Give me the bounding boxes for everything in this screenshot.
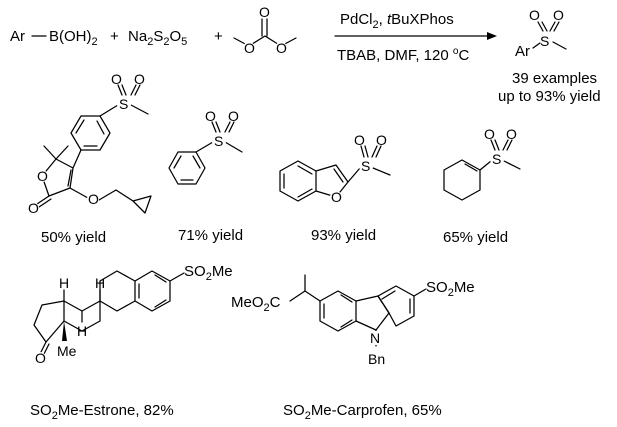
- plus-sign-1: +: [110, 28, 119, 45]
- svg-text:O: O: [331, 189, 342, 205]
- compound-furanone-yield: 50% yield: [41, 229, 106, 246]
- examples-count: 39 examples: [512, 70, 597, 87]
- svg-text:O: O: [354, 132, 365, 148]
- svg-text:O: O: [37, 168, 48, 184]
- compound-cyclohexenyl-structure: S O O: [443, 126, 521, 201]
- sodium-metabisulfite: Na2S2O5: [128, 28, 187, 48]
- estrone-derivative-structure: H H H O Me SO2Me: [33, 263, 233, 366]
- svg-text:H: H: [95, 275, 105, 291]
- boronic-acid-label: B(OH)2: [49, 28, 98, 48]
- svg-text:Bn: Bn: [368, 351, 385, 367]
- estrone-derivative-caption: SO2Me-Estrone, 82%: [30, 402, 174, 422]
- svg-text:H: H: [59, 275, 69, 291]
- product-aryl-methyl-sulfone: Ar S O O: [515, 7, 567, 60]
- svg-text:S: S: [492, 151, 501, 167]
- compound-phenyl-structure: S O O: [168, 108, 243, 185]
- svg-text:O: O: [484, 126, 495, 142]
- conditions-solvent-temperature: TBAB, DMF, 120 oC: [337, 46, 469, 64]
- svg-text:O: O: [88, 191, 99, 207]
- compound-cyclohexenyl-yield: 65% yield: [443, 229, 508, 246]
- svg-text:O: O: [228, 108, 239, 124]
- reactant-arylboronic-acid: Ar B(OH)2: [10, 28, 98, 48]
- svg-text:O: O: [529, 7, 540, 23]
- svg-text:O: O: [111, 71, 122, 87]
- svg-text:Me: Me: [57, 343, 77, 359]
- plus-sign-2: +: [214, 28, 223, 45]
- aryl-label: Ar: [10, 28, 25, 45]
- svg-text:O: O: [134, 71, 145, 87]
- estrone-so2me-label: SO2Me: [184, 263, 233, 283]
- carprofen-so2me-label: SO2Me: [426, 279, 475, 299]
- max-yield: up to 93% yield: [498, 88, 601, 105]
- svg-text:O: O: [506, 126, 517, 142]
- carprofen-derivative-structure: N Bn MeO2C SO2Me: [231, 274, 475, 367]
- svg-text:H: H: [77, 323, 87, 339]
- compound-phenyl-yield: 71% yield: [178, 227, 243, 244]
- svg-text:O: O: [244, 40, 255, 56]
- compound-benzofuran-yield: 93% yield: [311, 227, 376, 244]
- compound-benzofuran-structure: S O O O: [279, 132, 391, 205]
- carprofen-derivative-caption: SO2Me-Carprofen, 65%: [283, 402, 442, 422]
- svg-text:O: O: [276, 40, 287, 56]
- svg-text:S: S: [214, 133, 223, 149]
- svg-text:O: O: [35, 350, 46, 366]
- compound-furanone-structure: S O O O O O: [27, 71, 152, 216]
- svg-text:S: S: [540, 33, 549, 49]
- svg-text:O: O: [376, 132, 387, 148]
- svg-text:O: O: [553, 7, 564, 23]
- svg-text:O: O: [259, 4, 270, 20]
- svg-text:S: S: [119, 96, 128, 112]
- svg-text:O: O: [205, 108, 216, 124]
- reaction-arrowhead: [487, 32, 497, 40]
- svg-text:O: O: [28, 200, 39, 216]
- carprofen-ester-label: MeO2C: [231, 294, 281, 314]
- dimethyl-carbonate-structure: O O O: [233, 4, 297, 56]
- svg-text:N: N: [370, 330, 380, 346]
- conditions-catalyst: PdCl2, tBuXPhos: [340, 11, 454, 31]
- svg-text:S: S: [361, 158, 370, 174]
- svg-text:Ar: Ar: [515, 43, 530, 60]
